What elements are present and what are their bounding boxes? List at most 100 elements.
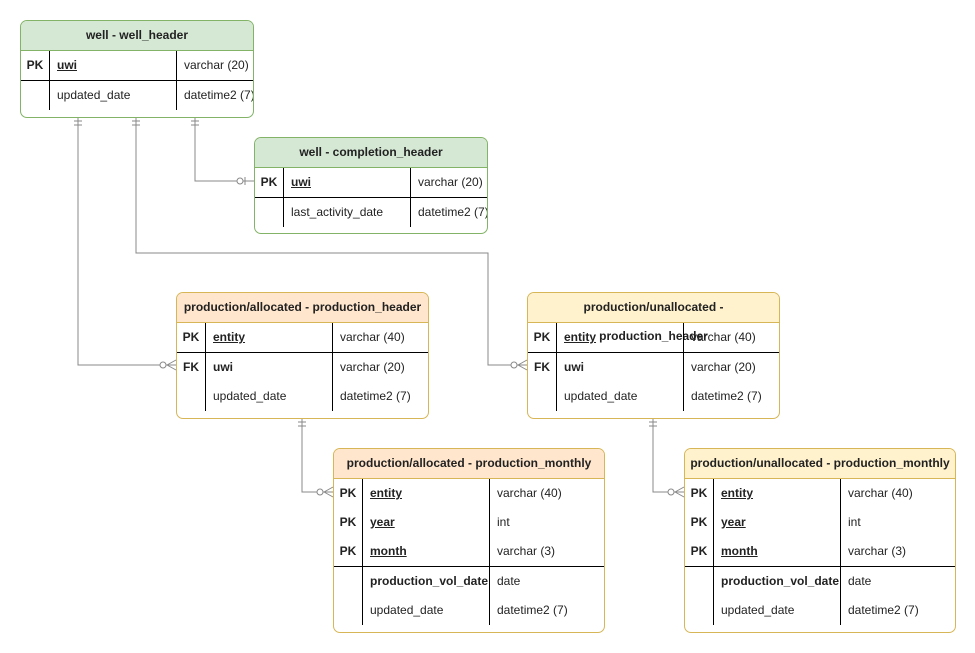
- field-type: varchar (20): [332, 353, 428, 382]
- field-type: date: [840, 567, 955, 596]
- field-name: updated_date: [213, 389, 287, 403]
- table-allocated-production-header[interactable]: production/allocated - production_header…: [176, 292, 429, 419]
- table-row[interactable]: updated_date datetime2 (7): [21, 81, 253, 110]
- key-label: PK: [528, 323, 557, 352]
- table-row[interactable]: PK year int: [685, 508, 955, 537]
- key-label: [334, 596, 363, 625]
- field-name: entity: [721, 486, 754, 500]
- key-label: PK: [334, 479, 363, 508]
- table-row[interactable]: PK entity varchar (40): [685, 479, 955, 508]
- field-name: entity: [370, 486, 403, 500]
- table-row[interactable]: production_vol_date date: [685, 567, 955, 596]
- rel-zero-mark: [236, 177, 244, 185]
- table-row[interactable]: updated_date datetime2 (7): [528, 382, 779, 411]
- table-title: production/unallocated - production_mont…: [685, 449, 955, 479]
- table-title: production/allocated - production_monthl…: [334, 449, 604, 479]
- field-name: year: [370, 515, 395, 529]
- key-label: FK: [528, 353, 557, 382]
- table-row[interactable]: PK month varchar (3): [685, 537, 955, 567]
- field-name: entity: [213, 330, 246, 344]
- field-type: datetime2 (7): [489, 596, 604, 625]
- field-name: uwi: [291, 175, 311, 189]
- table-row[interactable]: PK year int: [334, 508, 604, 537]
- field-type: varchar (20): [176, 51, 253, 80]
- table-row[interactable]: PK entity varchar (40): [177, 323, 428, 353]
- rel-zero-mark: [316, 488, 324, 496]
- field-name: month: [721, 544, 758, 558]
- field-name: updated_date: [57, 88, 131, 102]
- field-name: updated_date: [564, 389, 638, 403]
- field-type: varchar (40): [683, 323, 779, 352]
- field-type: varchar (40): [332, 323, 428, 352]
- rel-alloc-header-monthly: [301, 418, 333, 493]
- table-row[interactable]: updated_date datetime2 (7): [334, 596, 604, 625]
- field-name: uwi: [564, 360, 584, 374]
- table-row[interactable]: PK month varchar (3): [334, 537, 604, 567]
- field-type: varchar (3): [489, 537, 604, 566]
- table-row[interactable]: PK uwi varchar (20): [21, 51, 253, 81]
- table-title: well - well_header: [21, 21, 253, 51]
- key-label: PK: [334, 537, 363, 566]
- key-label: PK: [334, 508, 363, 537]
- key-label: [685, 596, 714, 625]
- field-type: int: [489, 508, 604, 537]
- key-label: PK: [255, 168, 284, 197]
- table-row[interactable]: updated_date datetime2 (7): [685, 596, 955, 625]
- field-type: datetime2 (7): [840, 596, 955, 625]
- field-type: datetime2 (7): [176, 81, 253, 110]
- field-type: date: [489, 567, 604, 596]
- field-name: production_vol_date: [721, 574, 840, 588]
- table-title: production/allocated - production_header: [177, 293, 428, 323]
- rel-zero-mark: [667, 488, 675, 496]
- field-type: int: [840, 508, 955, 537]
- rel-unalloc-header-monthly: [652, 418, 684, 493]
- field-type: varchar (40): [840, 479, 955, 508]
- rel-well-alloc-header: [77, 117, 176, 366]
- key-label: [255, 198, 284, 227]
- field-name: production_vol_date: [370, 574, 489, 588]
- table-row[interactable]: PK uwi varchar (20): [255, 168, 487, 198]
- table-unallocated-production-header[interactable]: production/unallocated - production_head…: [527, 292, 780, 419]
- field-name: entity: [564, 330, 597, 344]
- rel-many-mark: [517, 359, 528, 371]
- key-label: [21, 81, 50, 110]
- table-row[interactable]: FK uwi varchar (20): [177, 353, 428, 382]
- field-name: last_activity_date: [291, 205, 384, 219]
- table-row[interactable]: last_activity_date datetime2 (7): [255, 198, 487, 227]
- field-type: varchar (40): [489, 479, 604, 508]
- table-row[interactable]: PK entity varchar (40): [528, 323, 779, 353]
- table-completion-header[interactable]: well - completion_header PK uwi varchar …: [254, 137, 488, 234]
- rel-zero-mark: [159, 361, 167, 369]
- field-type: datetime2 (7): [332, 382, 428, 411]
- rel-well-completion: [194, 117, 254, 182]
- table-row[interactable]: production_vol_date date: [334, 567, 604, 596]
- rel-well-unalloc-header: [135, 117, 527, 366]
- field-type: datetime2 (7): [410, 198, 487, 227]
- field-type: datetime2 (7): [683, 382, 779, 411]
- rel-many-mark: [674, 486, 685, 498]
- field-name: uwi: [57, 58, 77, 72]
- table-title: production/unallocated - production_head…: [528, 293, 779, 343]
- key-label: FK: [177, 353, 206, 382]
- table-row[interactable]: updated_date datetime2 (7): [177, 382, 428, 411]
- table-allocated-production-monthly[interactable]: production/allocated - production_monthl…: [333, 448, 605, 633]
- field-name: year: [721, 515, 746, 529]
- table-row[interactable]: FK uwi varchar (20): [528, 353, 779, 382]
- key-label: [685, 567, 714, 596]
- key-label: [334, 567, 363, 596]
- rel-many-mark: [166, 359, 177, 371]
- key-label: PK: [685, 479, 714, 508]
- key-label: PK: [21, 51, 50, 80]
- key-label: [528, 382, 557, 411]
- key-label: PK: [685, 508, 714, 537]
- key-label: PK: [685, 537, 714, 566]
- field-type: varchar (3): [840, 537, 955, 566]
- table-unallocated-production-monthly[interactable]: production/unallocated - production_mont…: [684, 448, 956, 633]
- field-name: updated_date: [721, 603, 795, 617]
- table-well-header[interactable]: well - well_header PK uwi varchar (20) u…: [20, 20, 254, 118]
- table-row[interactable]: PK entity varchar (40): [334, 479, 604, 508]
- table-title: well - completion_header: [255, 138, 487, 168]
- rel-many-mark: [323, 486, 334, 498]
